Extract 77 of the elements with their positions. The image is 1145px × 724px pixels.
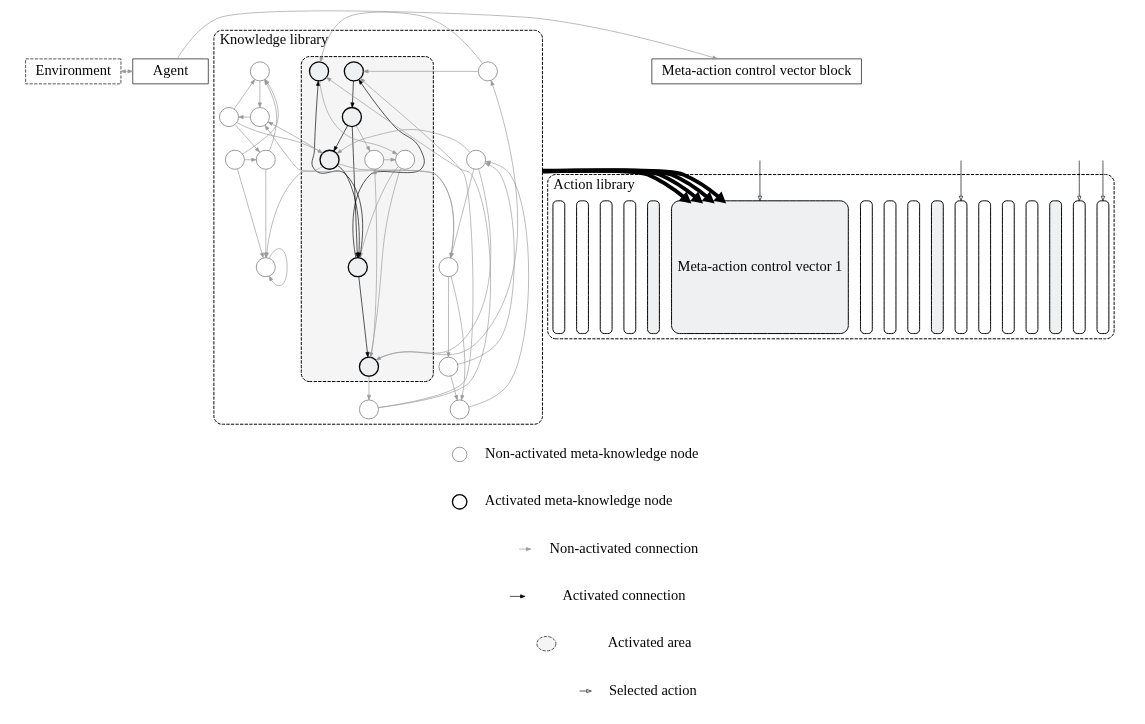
arrow	[457, 162, 515, 365]
legend-label: Activated meta-knowledge node	[484, 492, 673, 509]
node-box	[1025, 200, 1039, 335]
arrow	[1077, 160, 1082, 202]
arrow	[350, 80, 355, 108]
node-circle	[224, 149, 245, 170]
arrow	[468, 160, 529, 408]
node-box: Meta-action control vector 1	[671, 200, 849, 335]
node-box	[623, 200, 637, 335]
legend-label: Non-activated connection	[549, 539, 699, 556]
arrow	[333, 125, 348, 152]
node-box	[883, 200, 897, 335]
node-circle	[395, 149, 416, 170]
arrow	[257, 80, 262, 108]
node-circle	[249, 61, 270, 82]
arrow	[238, 115, 251, 119]
legend-label: Non-activated meta-knowledge node	[485, 445, 699, 462]
node-circle	[341, 106, 363, 128]
arrow	[375, 168, 491, 361]
node-box	[978, 200, 992, 335]
arrow	[369, 168, 402, 358]
node-box	[930, 200, 944, 335]
node-circle	[218, 107, 240, 128]
arrow	[336, 129, 471, 154]
node-circle	[347, 257, 368, 278]
node-box	[859, 200, 873, 335]
legend-label: Activated area	[607, 634, 692, 651]
cluster: Knowledge library	[213, 29, 543, 425]
arrow	[120, 69, 133, 74]
arrow	[450, 276, 466, 401]
node-box	[599, 200, 613, 335]
node-box	[552, 200, 566, 335]
arrow	[236, 122, 323, 154]
arrow	[326, 77, 491, 408]
node-box	[576, 200, 589, 335]
arrow	[446, 276, 451, 358]
arrow	[367, 376, 371, 401]
node-box	[1001, 200, 1015, 335]
arrow	[244, 157, 257, 162]
arrow	[355, 125, 371, 152]
arrow	[383, 157, 396, 162]
node-circle	[358, 399, 379, 420]
node-circle	[477, 61, 498, 82]
arrow	[370, 169, 378, 358]
node-box	[907, 200, 921, 335]
arrow	[450, 375, 458, 401]
arrow	[237, 168, 264, 259]
node-circle	[438, 356, 459, 377]
node-circle	[449, 399, 470, 420]
node-box	[1072, 200, 1086, 335]
arrow	[319, 11, 483, 64]
arrow	[758, 160, 762, 202]
arrow	[363, 69, 479, 74]
arrow	[1101, 160, 1105, 202]
arrow	[375, 80, 518, 361]
node-circle	[438, 257, 459, 278]
node-circle	[249, 107, 270, 128]
arrow	[177, 10, 718, 60]
node-box	[954, 200, 968, 335]
node-box	[1049, 200, 1063, 335]
arrow	[234, 124, 260, 153]
node-box: Agent	[132, 58, 209, 85]
arrow	[233, 79, 255, 110]
arrow	[358, 276, 370, 358]
arrow	[267, 121, 323, 154]
node-box: Meta-action control vector block	[651, 58, 862, 85]
arrow	[268, 248, 288, 286]
node-box	[1096, 200, 1110, 335]
node-box	[647, 200, 660, 335]
node-box: Environment	[25, 58, 122, 85]
legend-label: Selected action	[608, 681, 697, 698]
node-circle	[466, 149, 487, 170]
arrow	[319, 80, 398, 155]
node-circle	[364, 149, 385, 170]
arrow	[959, 160, 963, 202]
legend-label: Activated connection	[562, 587, 686, 604]
node-circle	[255, 257, 276, 278]
